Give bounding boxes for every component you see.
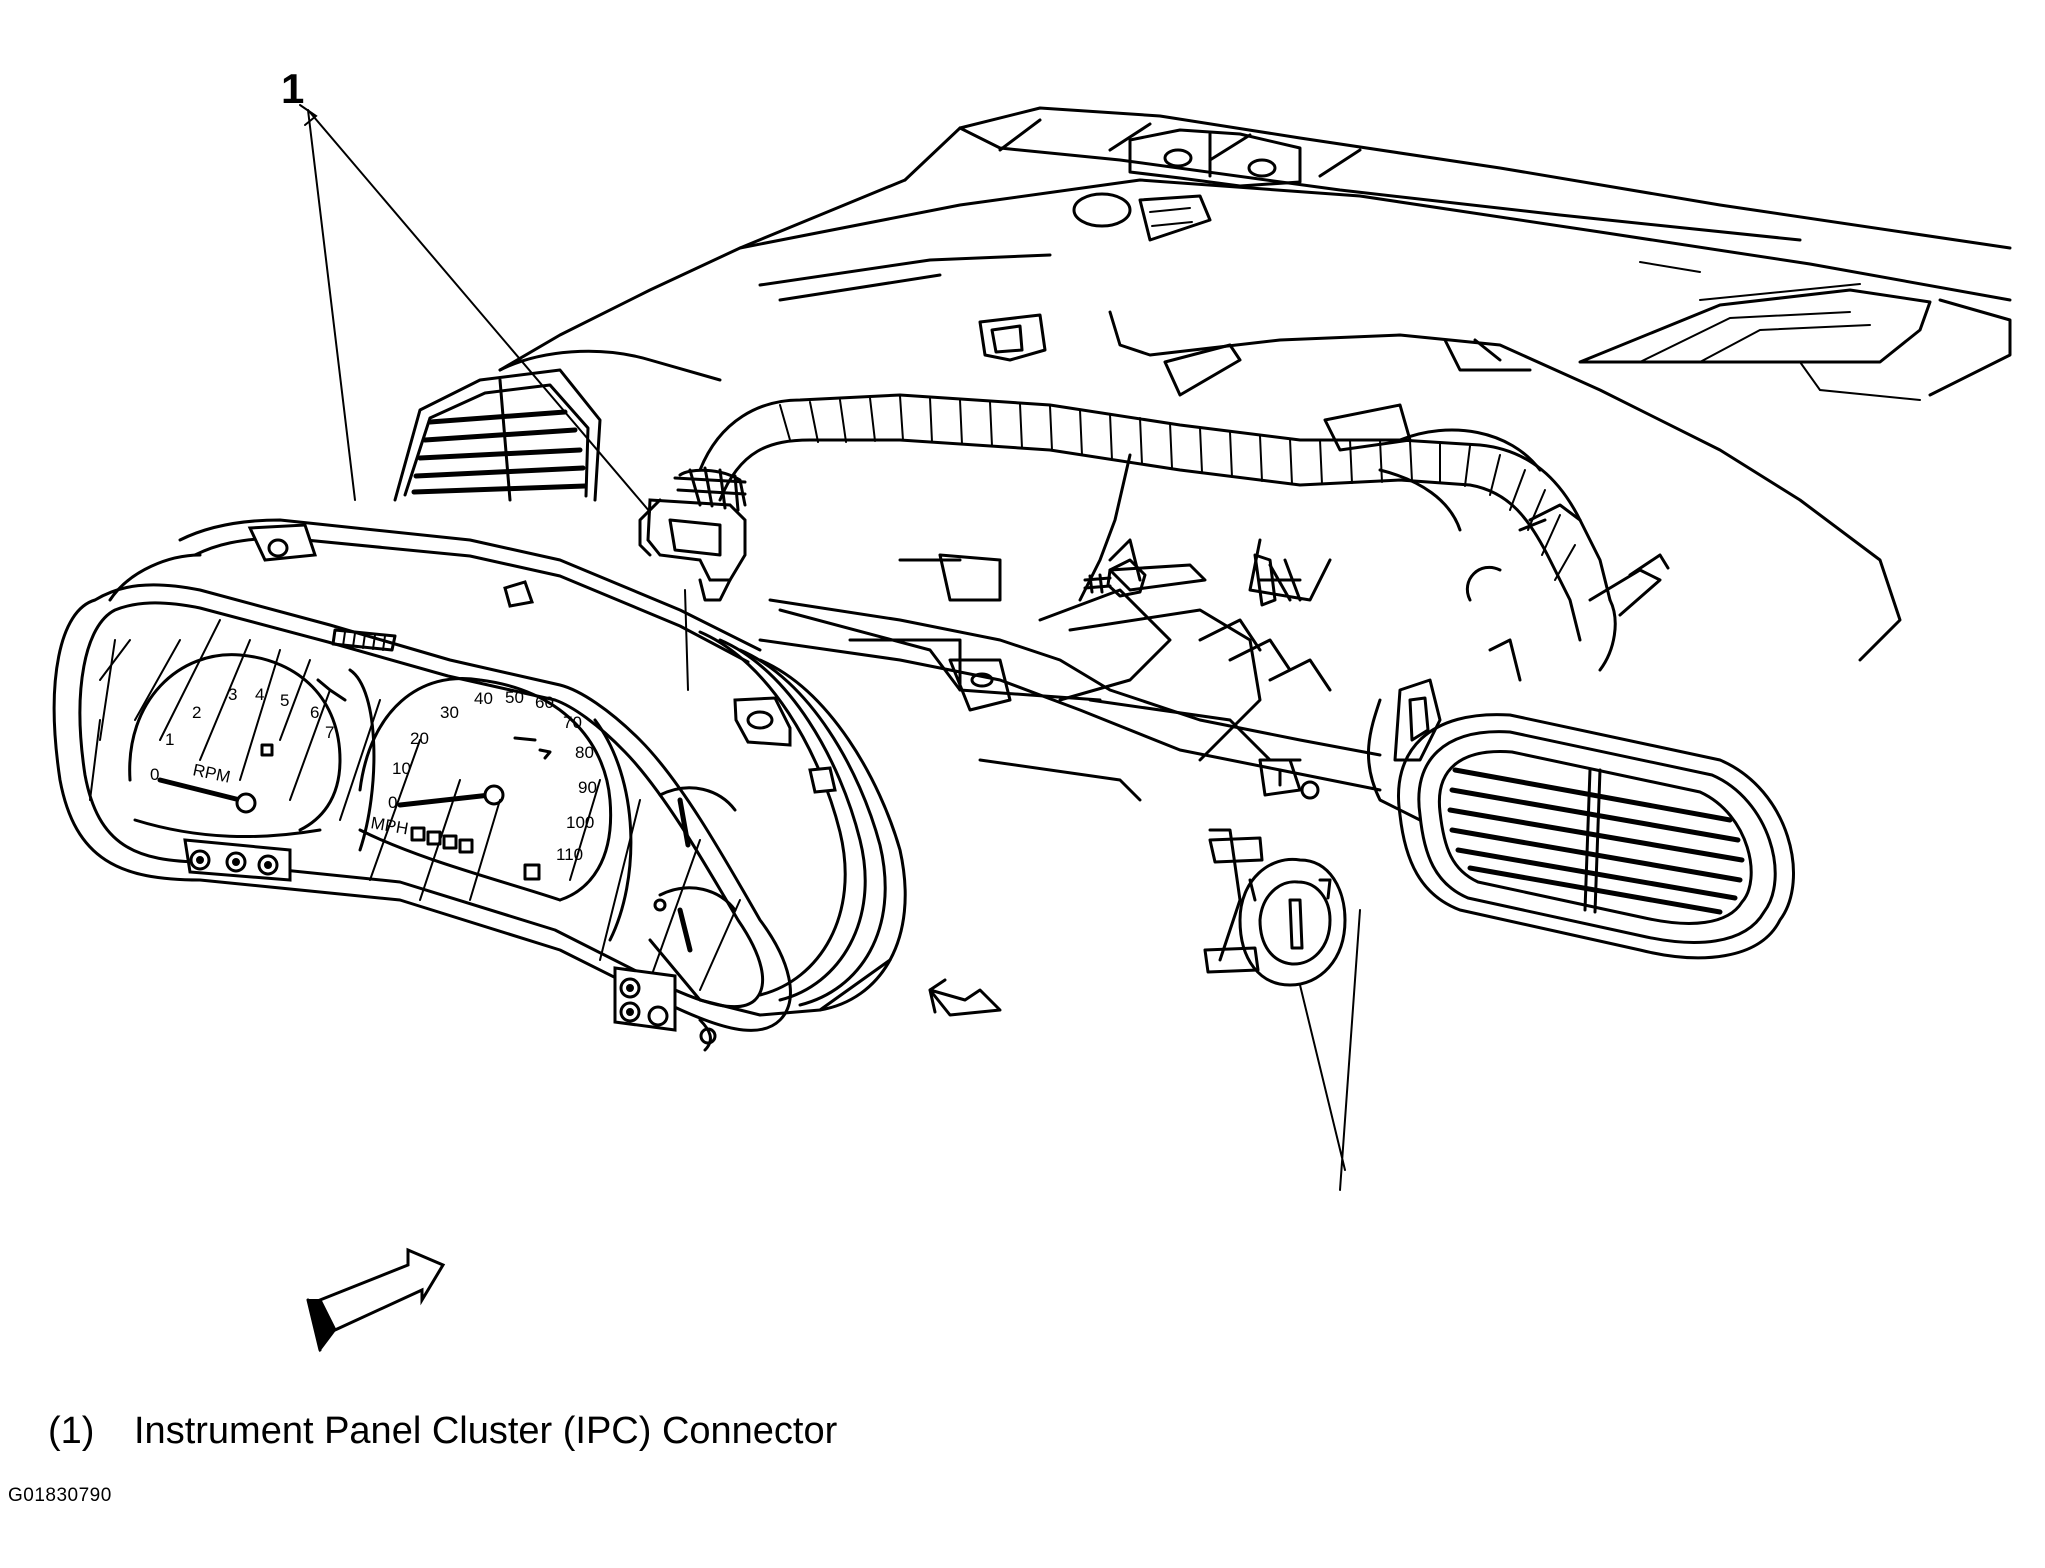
svg-text:40: 40 xyxy=(474,689,493,708)
dashboard-mount-tabs xyxy=(1072,128,1302,242)
svg-text:80: 80 xyxy=(575,743,594,762)
dashboard-top-body xyxy=(498,106,2012,662)
legend-number: (1) xyxy=(48,1410,95,1452)
callout-number: 1 xyxy=(281,65,305,112)
svg-text:110: 110 xyxy=(556,845,583,864)
svg-text:100: 100 xyxy=(566,813,594,832)
cluster-lower-bracket xyxy=(928,978,1002,1017)
svg-text:10: 10 xyxy=(392,759,411,778)
left-air-vent xyxy=(393,368,602,502)
mounting-bolt xyxy=(1083,558,1147,598)
svg-text:0: 0 xyxy=(150,765,159,784)
instrument-panel-cluster: 0 1 2 3 4 5 6 7 RPM 0 10 20 30 40 50 60 … xyxy=(52,518,907,1052)
wiring-harness xyxy=(698,393,1670,672)
lower-dash-structure xyxy=(758,453,1522,974)
svg-text:3: 3 xyxy=(228,685,237,704)
svg-text:30: 30 xyxy=(440,703,459,722)
legend: (1) Instrument Panel Cluster (IPC) Connec… xyxy=(48,1412,837,1450)
legend-text: Instrument Panel Cluster (IPC) Connector xyxy=(134,1410,838,1452)
svg-text:90: 90 xyxy=(578,778,597,797)
speedometer-numbers: 0 10 20 30 40 50 60 70 80 90 100 110 MPH xyxy=(369,688,597,864)
svg-text:2: 2 xyxy=(192,703,201,722)
svg-text:70: 70 xyxy=(563,713,582,732)
svg-text:50: 50 xyxy=(505,688,524,707)
svg-text:6: 6 xyxy=(310,703,319,722)
svg-text:MPH: MPH xyxy=(369,813,410,838)
callout-leader-lines xyxy=(299,104,689,691)
ipc-connector xyxy=(638,466,747,602)
svg-text:0: 0 xyxy=(388,793,397,812)
svg-text:60: 60 xyxy=(535,693,554,712)
svg-text:1: 1 xyxy=(165,730,174,749)
svg-text:20: 20 xyxy=(410,729,429,748)
right-air-vent xyxy=(1397,713,1795,960)
view-direction-arrow xyxy=(306,1247,446,1353)
figure-id: G01830790 xyxy=(8,1485,112,1506)
svg-text:5: 5 xyxy=(280,691,289,710)
svg-text:4: 4 xyxy=(255,685,264,704)
ignition-switch xyxy=(1238,857,1361,1191)
svg-text:RPM: RPM xyxy=(191,760,232,786)
svg-text:7: 7 xyxy=(325,723,334,742)
